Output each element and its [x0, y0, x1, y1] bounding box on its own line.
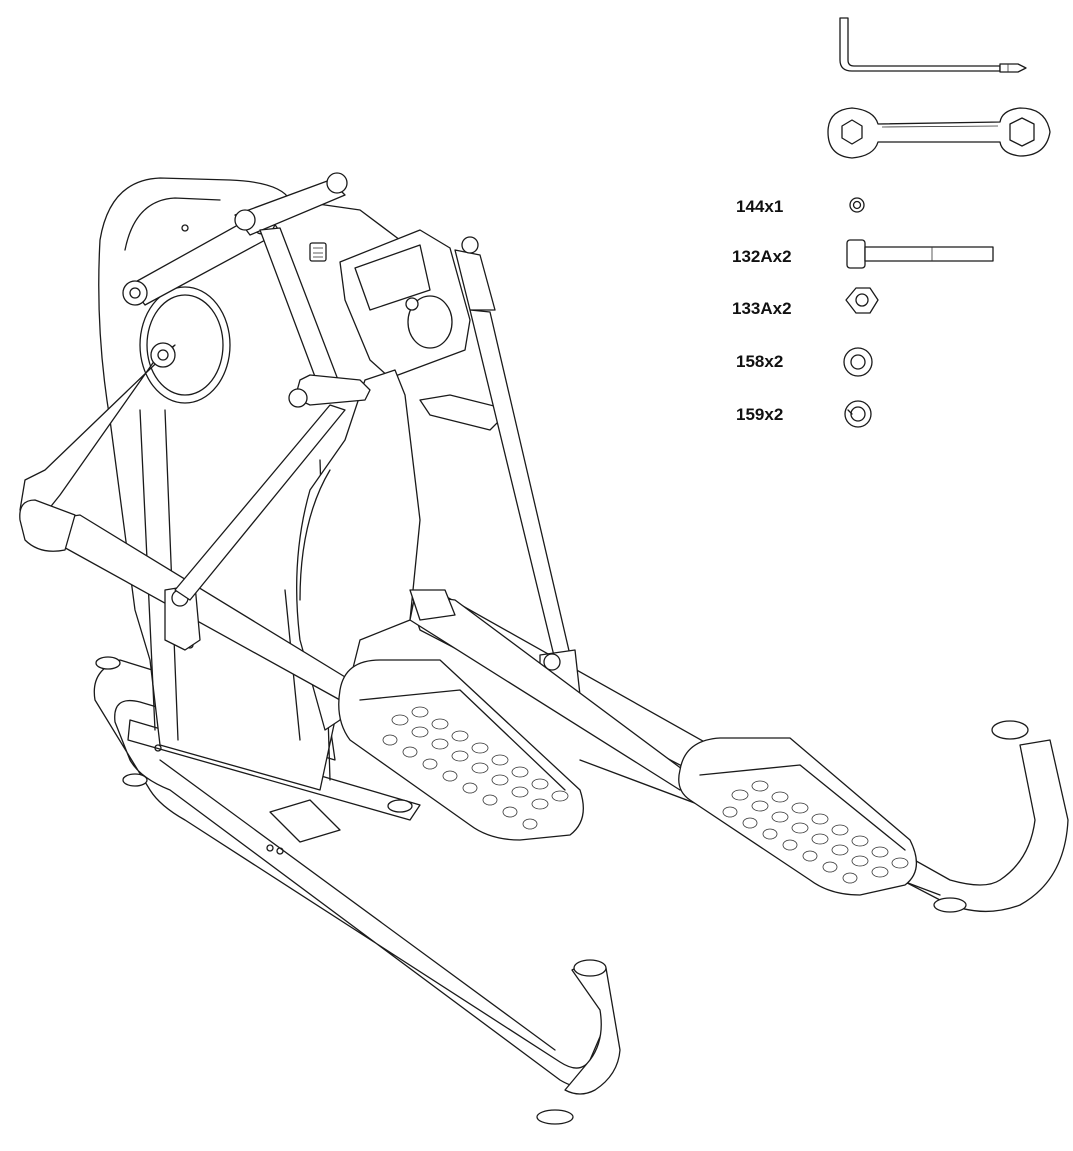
hex-nut-icon: [845, 287, 879, 314]
pedal-left: [338, 659, 584, 841]
small-nut-icon: [849, 197, 865, 213]
part-row-144: 144x1: [736, 197, 865, 216]
part-label-133A: 133Ax2: [732, 299, 792, 318]
part-label-144: 144x1: [736, 197, 783, 216]
crank-arm-right: [234, 172, 496, 408]
pedal-arm-left: [19, 404, 351, 701]
pedal-right: [678, 737, 917, 896]
part-label-158: 158x2: [736, 352, 783, 371]
part-row-133A: 133Ax2: [732, 287, 879, 318]
double-hex-wrench-icon: [827, 107, 1051, 159]
part-row-159: 159x2: [736, 400, 872, 428]
part-label-159: 159x2: [736, 405, 783, 424]
split-lock-washer-icon: [844, 400, 872, 428]
bolt-icon: [846, 239, 994, 269]
console: [309, 229, 471, 379]
part-label-132A: 132Ax2: [732, 247, 792, 266]
mast: [296, 369, 511, 731]
part-row-158: 158x2: [736, 347, 873, 377]
pedal-left-holes: [382, 706, 569, 830]
pedal-arm-right: [409, 309, 691, 791]
flat-washer-icon: [843, 347, 873, 377]
elliptical-trainer-drawing: [19, 172, 1069, 1125]
pedal-right-holes: [722, 780, 909, 884]
hex-key-screwdriver-icon: [839, 17, 1027, 73]
crank-arm-left: [19, 209, 281, 521]
part-row-132A: 132Ax2: [732, 239, 994, 269]
